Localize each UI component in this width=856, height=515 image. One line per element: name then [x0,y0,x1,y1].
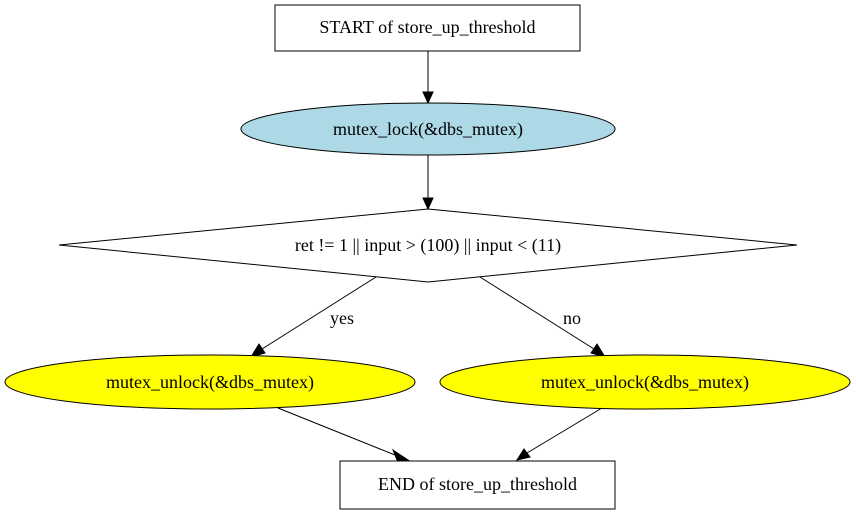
edge-unlock-yes-to-end [277,407,410,461]
edge-unlock-no-to-end [515,407,603,461]
mutex-unlock-yes-label: mutex_unlock(&dbs_mutex) [106,372,314,393]
mutex-lock-node: mutex_lock(&dbs_mutex) [240,102,616,156]
no-label: no [563,308,581,328]
decision-label: ret != 1 || input > (100) || input < (11… [295,235,561,256]
edge-yes: yes [249,276,377,358]
mutex-lock-label: mutex_lock(&dbs_mutex) [333,119,523,140]
start-node: START of store_up_threshold [274,4,581,52]
end-label: END of store_up_threshold [378,474,577,494]
mutex-unlock-no-node: mutex_unlock(&dbs_mutex) [439,354,851,410]
yes-label: yes [330,308,354,328]
mutex-unlock-yes-node: mutex_unlock(&dbs_mutex) [4,354,416,410]
mutex-unlock-no-label: mutex_unlock(&dbs_mutex) [541,372,749,393]
decision-node: ret != 1 || input > (100) || input < (11… [58,208,798,283]
edge-start-to-lock [422,51,434,105]
edge-lock-to-decision [422,155,434,211]
end-node: END of store_up_threshold [339,460,616,510]
edge-no: no [479,276,607,358]
start-label: START of store_up_threshold [319,17,535,37]
